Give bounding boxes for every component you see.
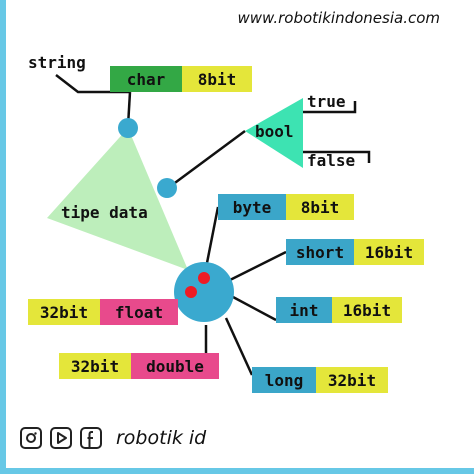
string-label: string	[28, 53, 86, 72]
double-tag: 32bit double	[59, 353, 219, 379]
byte-name: byte	[218, 194, 286, 220]
hub-red-dot	[198, 272, 210, 284]
bool-node-circle	[157, 178, 177, 198]
short-size: 16bit	[354, 239, 424, 265]
char-size: 8bit	[182, 66, 252, 92]
bool-false-label: false	[307, 151, 356, 170]
line-node-bool	[167, 129, 246, 190]
line-hub-long	[224, 317, 254, 376]
line-false-bracket	[303, 150, 371, 163]
bool-true-label: true	[307, 92, 346, 111]
instagram-icon[interactable]	[20, 427, 42, 449]
long-name: long	[252, 367, 316, 393]
tipe-data-label: tipe data	[61, 203, 148, 222]
char-node-circle	[118, 118, 138, 138]
connector-lines	[55, 74, 371, 376]
facebook-icon[interactable]	[80, 427, 102, 449]
double-name: double	[131, 353, 219, 379]
line-string-char	[55, 74, 130, 94]
frame-bottom-bar	[0, 468, 474, 474]
line-true-bracket	[303, 101, 357, 114]
tipe-data-triangle	[47, 128, 188, 270]
youtube-play-icon[interactable]	[50, 427, 72, 449]
frame-left-bar	[0, 0, 6, 474]
brand-name: robotik id	[116, 427, 207, 449]
char-name: char	[110, 66, 182, 92]
int-tag: int 16bit	[276, 297, 402, 323]
float-size: 32bit	[28, 299, 100, 325]
line-hub-short	[229, 250, 287, 282]
line-hub-int	[232, 295, 277, 322]
hub-red-dot	[185, 286, 197, 298]
int-size: 16bit	[332, 297, 402, 323]
footer-social: robotik id	[20, 427, 206, 449]
hub-circle	[174, 262, 234, 322]
int-name: int	[276, 297, 332, 323]
bool-label: bool	[255, 122, 294, 141]
long-size: 32bit	[316, 367, 388, 393]
long-tag: long 32bit	[252, 367, 388, 393]
byte-tag: byte 8bit	[218, 194, 354, 220]
float-tag: 32bit float	[28, 299, 178, 325]
site-url[interactable]: www.robotikindonesia.com	[237, 9, 440, 27]
bool-triangle	[245, 98, 303, 168]
line-hub-byte	[204, 206, 220, 269]
char-tag: char 8bit	[110, 66, 252, 92]
double-size: 32bit	[59, 353, 131, 379]
byte-size: 8bit	[286, 194, 354, 220]
float-name: float	[100, 299, 178, 325]
short-name: short	[286, 239, 354, 265]
short-tag: short 16bit	[286, 239, 424, 265]
